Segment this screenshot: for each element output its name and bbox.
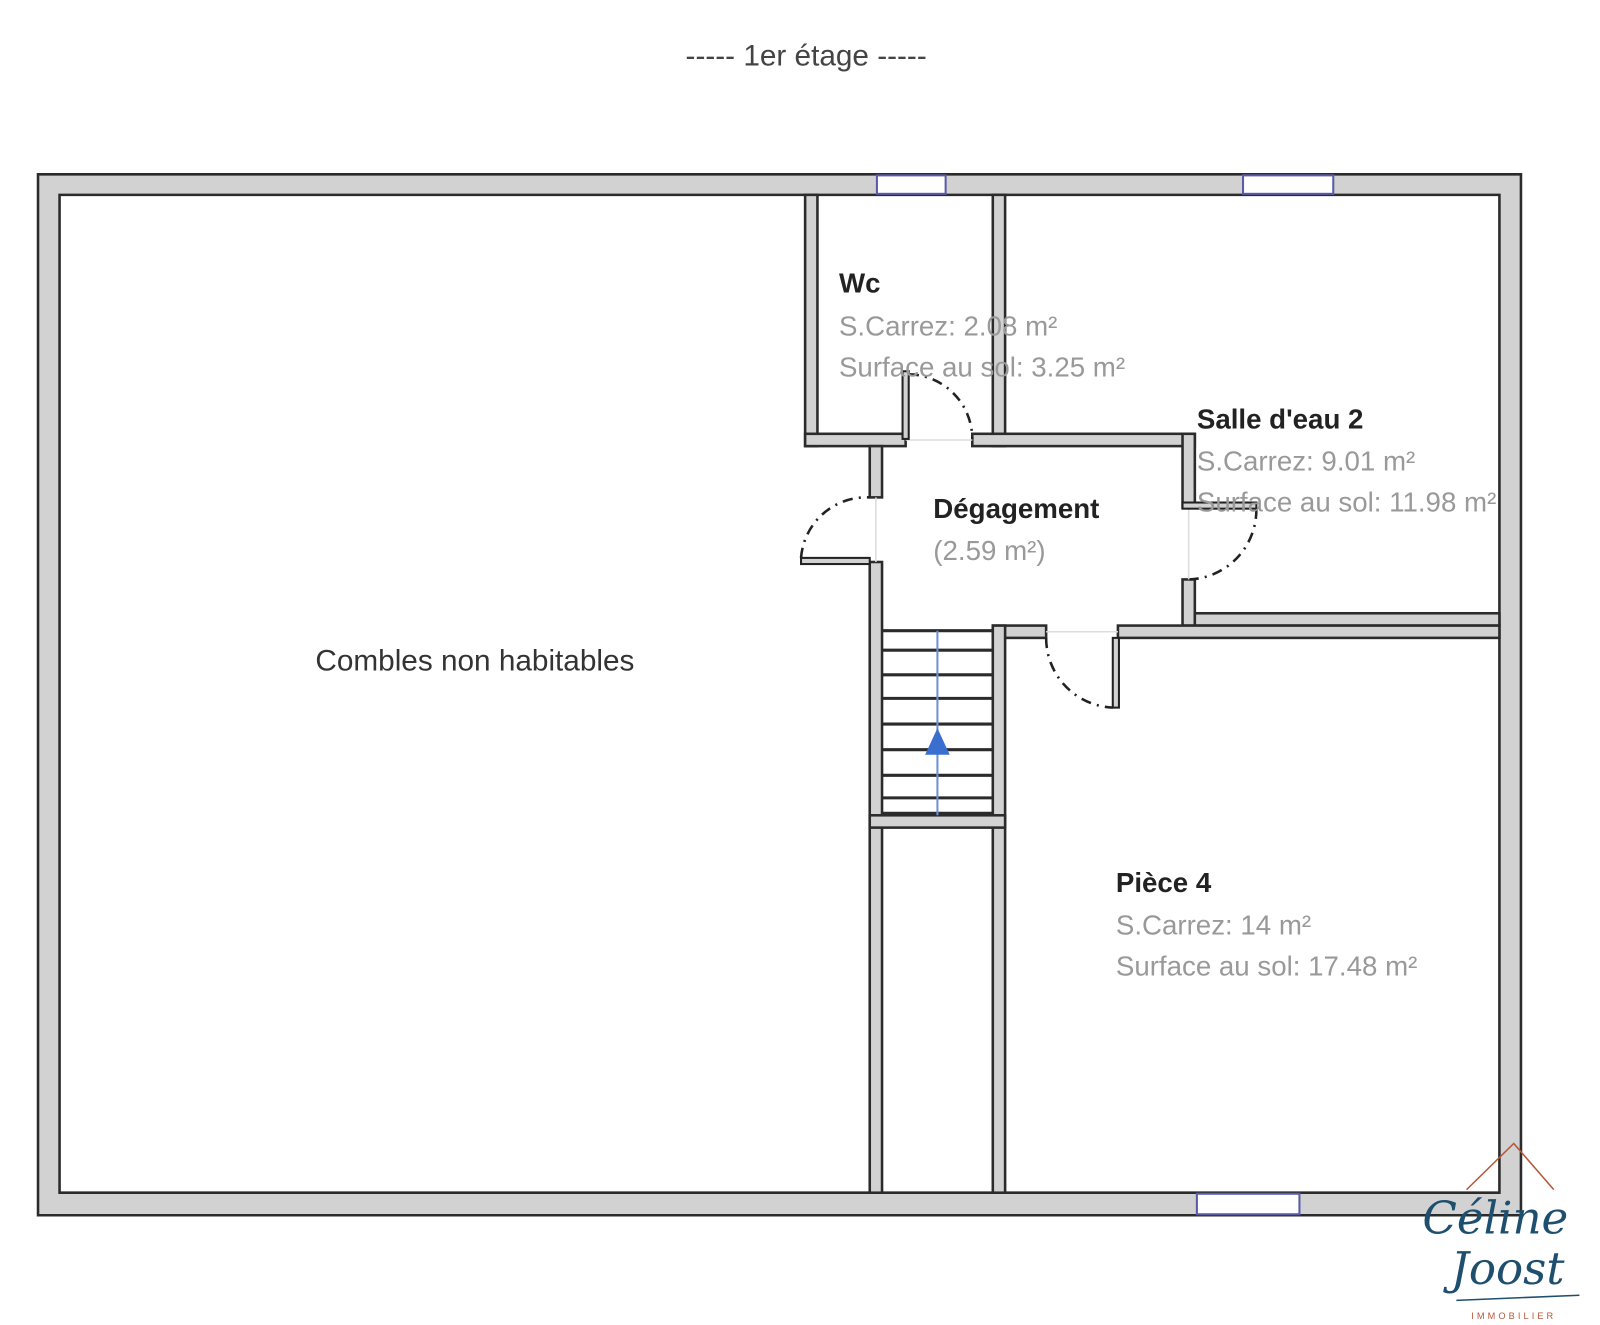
room-piece4-carrez: S.Carrez: 14 m²: [1116, 909, 1311, 940]
door-combles: [800, 556, 871, 566]
room-salle-carrez: S.Carrez: 9.01 m²: [1197, 446, 1415, 477]
logo-line3: IMMOBILIER: [1471, 1311, 1556, 1321]
door-salle: [1181, 501, 1258, 510]
room-wc-sol: Surface au sol: 3.25 m²: [839, 351, 1125, 382]
room-wc-name: Wc: [839, 267, 881, 298]
roof-icon: [1466, 1142, 1555, 1191]
room-salle-name: Salle d'eau 2: [1197, 404, 1364, 435]
interior-walls: [803, 193, 1501, 1194]
floor-title: ----- 1er étage -----: [686, 40, 927, 73]
logo: Céline Joost IMMOBILIER: [1422, 1142, 1580, 1321]
room-combles-name: Combles non habitables: [315, 645, 634, 678]
window-wc: [875, 174, 947, 195]
logo-line1: Céline: [1422, 1192, 1568, 1245]
windows: [875, 174, 1335, 1216]
stair-arrow-icon: [925, 728, 950, 755]
door-wc: [901, 370, 910, 440]
door-piece4: [1111, 636, 1120, 709]
logo-line2: Joost: [1443, 1242, 1566, 1295]
room-salle-sol: Surface au sol: 11.98 m²: [1197, 487, 1496, 518]
window-salle: [1242, 174, 1335, 195]
window-piece4: [1195, 1192, 1301, 1216]
doors: [799, 370, 1258, 709]
room-degagement-area: (2.59 m²): [933, 535, 1045, 566]
room-degagement-name: Dégagement: [933, 493, 1099, 524]
exterior-walls: [36, 173, 1523, 1217]
room-wc-carrez: S.Carrez: 2.08 m²: [839, 310, 1057, 341]
room-piece4-sol: Surface au sol: 17.48 m²: [1116, 950, 1417, 981]
room-piece4-name: Pièce 4: [1116, 867, 1212, 898]
staircase: [882, 629, 993, 816]
